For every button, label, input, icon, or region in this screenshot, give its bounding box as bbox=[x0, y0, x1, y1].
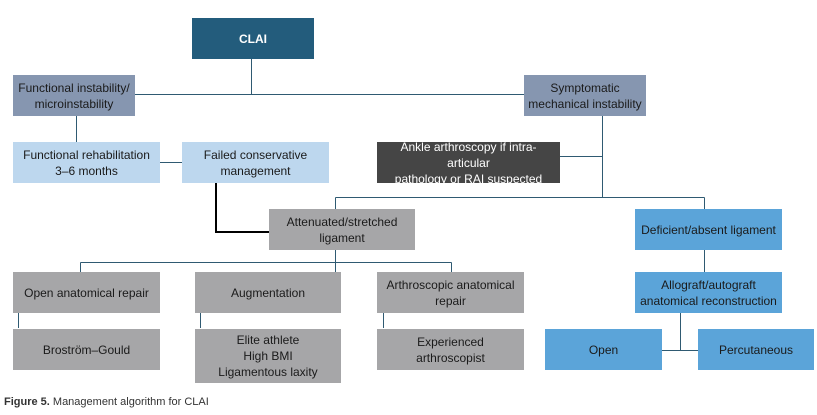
connector-split bbox=[335, 197, 705, 209]
node-brostrom-gould: Broström–Gould bbox=[13, 329, 160, 370]
node-functional-rehabilitation: Functional rehabilitation 3–6 months bbox=[13, 142, 160, 183]
node-open: Open bbox=[545, 329, 662, 370]
connector-failed-attenuated bbox=[215, 183, 269, 233]
node-attenuated-ligament: Attenuated/stretched ligament bbox=[269, 209, 415, 250]
node-deficient-ligament: Deficient/absent ligament bbox=[635, 209, 782, 250]
node-failed-conservative: Failed conservative management bbox=[182, 142, 329, 183]
node-functional-instability: Functional instability/ microinstability bbox=[13, 75, 135, 116]
caption-text: Management algorithm for CLAI bbox=[49, 396, 209, 408]
node-arthroscopic-repair: Arthroscopic anatomical repair bbox=[377, 272, 524, 313]
node-allograft-reconstruction: Allograft/autograft anatomical reconstru… bbox=[635, 272, 782, 313]
connector-attenuated-options bbox=[80, 250, 452, 272]
node-experienced-arthroscopist: Experienced arthroscopist bbox=[377, 329, 524, 370]
connector-clai bbox=[135, 59, 524, 95]
node-percutaneous: Percutaneous bbox=[698, 329, 814, 370]
node-symptomatic-instability: Symptomatic mechanical instability bbox=[524, 75, 646, 116]
figure-caption: Figure 5. Management algorithm for CLAI bbox=[4, 396, 209, 408]
connector-symptomatic bbox=[560, 116, 603, 198]
connector-allograft-options bbox=[662, 313, 698, 351]
node-ankle-arthroscopy: Ankle arthroscopy if intra-articular pat… bbox=[377, 140, 560, 186]
node-augmentation-indications: Elite athlete High BMI Ligamentous laxit… bbox=[195, 329, 341, 383]
node-augmentation: Augmentation bbox=[195, 272, 341, 313]
node-clai: CLAI bbox=[192, 18, 314, 59]
caption-label: Figure 5. bbox=[4, 396, 50, 408]
node-open-anatomical-repair: Open anatomical repair bbox=[13, 272, 160, 313]
